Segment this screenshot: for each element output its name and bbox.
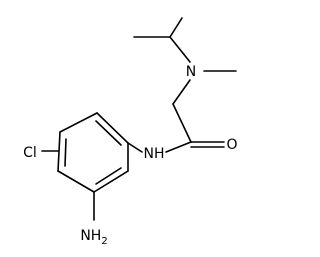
atom-nh-amide: NH (144, 146, 165, 162)
bond-ch2-carbonyl (172, 103, 192, 143)
ring-inner-double-2 (64, 138, 67, 167)
ring-inner-double-1 (95, 120, 122, 146)
ring-bond-3 (57, 131, 61, 172)
atom-o-carbonyl: O (226, 137, 237, 153)
bond-carbonyl-nh (165, 141, 192, 153)
ring-bond-1 (96, 112, 129, 144)
atom-nh2: NH2 (80, 228, 107, 247)
molecule-diagram: N O NH Cl NH2 (23, 17, 238, 247)
bond-ipr-ch3-right (169, 17, 183, 38)
ring-inner-double-3 (95, 167, 122, 185)
bond-ipr-ch-n (169, 36, 191, 63)
bond-nh-ring (127, 142, 143, 153)
atom-cl: Cl (23, 145, 37, 161)
ring-bond-2 (59, 112, 98, 133)
bond-n-ch2 (172, 79, 191, 105)
ring-bond-5 (93, 170, 129, 193)
atom-n-amine: N (186, 64, 196, 80)
ring-bond-4 (57, 170, 95, 193)
